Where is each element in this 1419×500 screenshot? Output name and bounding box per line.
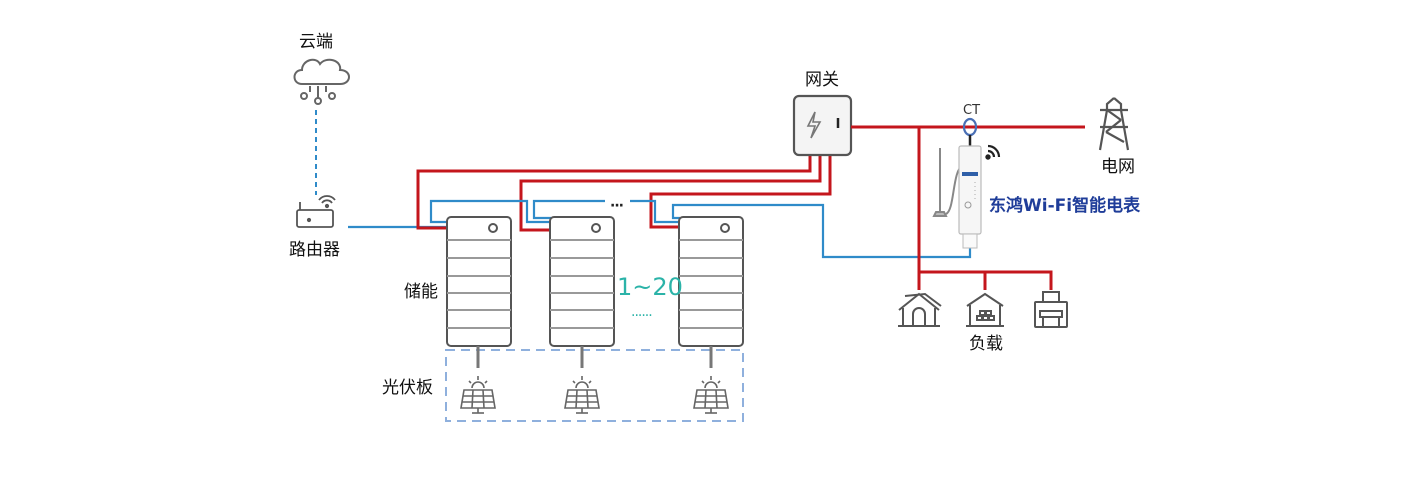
power-tower-icon xyxy=(1098,97,1130,151)
wifi-icon xyxy=(985,144,1001,160)
smart-meter-label: 东鸿Wi-Fi智能电表 xyxy=(989,196,1141,216)
gateway-label: 网关 xyxy=(805,70,839,90)
solar-panel-icon xyxy=(460,376,496,414)
house-icon xyxy=(898,292,942,327)
battery-cabinet-icon xyxy=(549,216,615,347)
warehouse-icon xyxy=(966,292,1004,327)
cloud-label: 云端 xyxy=(299,32,333,52)
smart-meter-icon xyxy=(958,145,982,249)
power-lines-storage xyxy=(416,156,832,232)
ct-label: CT xyxy=(963,103,981,118)
battery-cabinet-icon xyxy=(678,216,744,347)
load-label: 负载 xyxy=(969,334,1003,354)
cloud-icon xyxy=(293,58,350,105)
gateway-icon xyxy=(792,94,853,157)
storage-more-ellipsis: ······ xyxy=(631,308,653,324)
comm-lines-storage xyxy=(429,199,972,259)
pv-connectors xyxy=(476,346,713,368)
grid-power-lines xyxy=(851,125,1085,290)
comm-more-ellipsis: ··· xyxy=(610,198,624,214)
router-label: 路由器 xyxy=(289,240,340,260)
ct-ring-icon xyxy=(962,117,978,146)
pv-label: 光伏板 xyxy=(382,378,433,398)
storage-count-range: 1~20 xyxy=(617,273,683,301)
solar-panel-icon xyxy=(564,376,600,414)
lightning-icon xyxy=(806,111,822,139)
storage-label: 储能 xyxy=(404,282,438,302)
router-icon xyxy=(296,195,336,228)
solar-panel-icon xyxy=(693,376,729,414)
pv-group-box xyxy=(445,349,744,422)
battery-cabinet-icon xyxy=(446,216,512,347)
grid-label: 电网 xyxy=(1101,157,1135,177)
factory-icon xyxy=(1034,291,1068,328)
